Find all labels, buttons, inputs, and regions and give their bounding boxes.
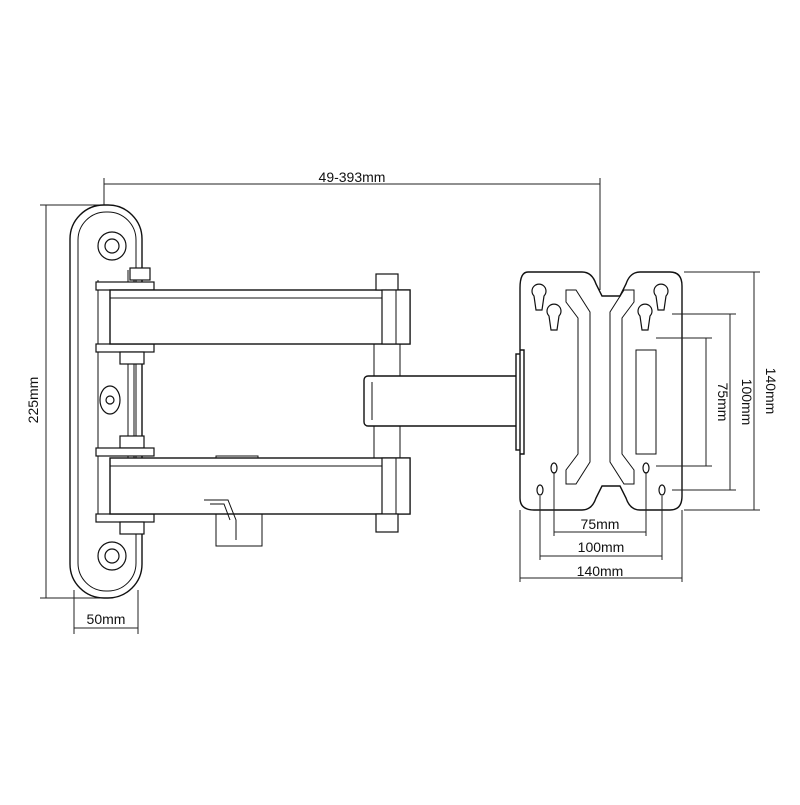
v100-label: 100mm: [739, 379, 755, 426]
wall-plate-hole-middle-inner: [105, 395, 115, 405]
vesa-keyhole-left-inner: [546, 303, 562, 331]
h100-label: 100mm: [578, 539, 625, 555]
lower-arm-elbow-cap: [375, 513, 399, 533]
upper-arm-body: [109, 289, 411, 345]
vesa-plate: [519, 271, 683, 511]
v75-label: 75mm: [715, 383, 731, 422]
lower-arm-nut-top: [119, 435, 145, 449]
upper-arm-washer-top: [95, 281, 155, 291]
upper-arm-washer-bottom: [95, 343, 155, 353]
vesa-keyhole-right-outer: [653, 283, 669, 311]
cable-clip-tab: [204, 499, 237, 540]
upper-arm-nut-bottom: [119, 351, 145, 365]
wall-plate-hole-top-inner: [104, 238, 120, 254]
vesa-keyhole-right-inner: [637, 303, 653, 331]
upper-arm-nut-top: [129, 267, 151, 281]
vesa-plate-outline: [519, 271, 683, 511]
v140-label: 140mm: [763, 368, 779, 415]
depth-label: 50mm: [87, 611, 126, 627]
vesa-keyhole-left-outer: [531, 283, 547, 311]
h140-label: 140mm: [577, 563, 624, 579]
vesa-hole-bottom-left-outer: [536, 484, 544, 496]
vesa-inner-window: [635, 349, 657, 455]
h75-label: 75mm: [581, 516, 620, 532]
lower-arm-nut-bottom: [119, 521, 145, 535]
center-arm-body: [363, 375, 525, 427]
height-label: 225mm: [25, 377, 41, 424]
cable-clip: [215, 455, 263, 547]
upper-arm: [95, 267, 411, 365]
lower-arm-washer-bottom: [95, 513, 155, 523]
lower-arm: [95, 435, 411, 547]
wall-plate-inner: [77, 211, 137, 592]
extension-dimension: 49-393mm: [103, 169, 601, 290]
vesa-slot-right: [609, 289, 635, 485]
extension-label: 49-393mm: [319, 169, 386, 185]
depth-dimension: 50mm: [73, 590, 139, 634]
vesa-hole-bottom-right-outer: [658, 484, 666, 496]
vesa-slot-left: [565, 289, 591, 485]
vesa-vertical-dimensions: 75mm 100mm 140mm: [656, 271, 779, 511]
vesa-horizontal-dimensions: 75mm 100mm 140mm: [519, 472, 683, 582]
lower-arm-body: [109, 457, 411, 515]
vesa-hole-bottom-right-inner: [642, 462, 650, 474]
wall-plate: [69, 204, 143, 599]
vesa-hole-bottom-left-inner: [550, 462, 558, 474]
wall-plate-hole-bottom-inner: [104, 548, 120, 564]
lower-arm-washer-top: [95, 447, 155, 457]
upper-arm-elbow-cap: [375, 273, 399, 291]
height-dimension: 225mm: [25, 204, 100, 599]
